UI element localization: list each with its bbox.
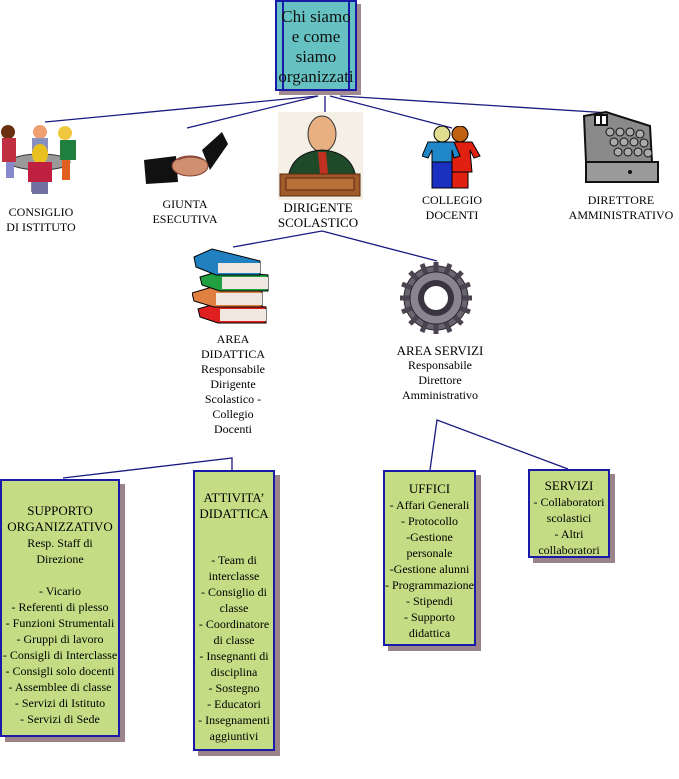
box-heading-line: ATTIVITA’: [203, 490, 265, 505]
box-item: - Assemblee di classe: [8, 680, 112, 694]
principal-at-desk-icon: [278, 112, 363, 200]
box-item: -Gestione: [406, 530, 453, 544]
label-line: Amministrativo: [402, 388, 478, 402]
box-item: classe: [219, 601, 249, 615]
title-box: Chi siamo e come siamo organizzati: [275, 0, 357, 91]
box-item: - Servizi di Istituto: [14, 696, 106, 710]
connector-didattica-split: [62, 457, 233, 479]
label-direttore: DIRETTORE AMMINISTRATIVO: [563, 193, 679, 223]
label-line: Scolastico -: [204, 392, 262, 406]
label-line: Collegio: [212, 407, 254, 421]
title-box-inner-border: [282, 0, 350, 91]
box-item: scolastici: [546, 511, 592, 525]
box-item: - Programmazione: [385, 578, 474, 592]
box-supporto-organizzativo: SUPPORTO ORGANIZZATIVO Resp. Staff di Di…: [0, 479, 120, 737]
label-line: CONSIGLIO: [8, 205, 74, 219]
connector-servizi-split: [429, 419, 569, 471]
label-line: AMMINISTRATIVO: [568, 208, 674, 222]
box-item: collaboratori: [538, 543, 600, 557]
label-line: Dirigente: [210, 377, 256, 391]
connector-title-direttore: [339, 95, 611, 114]
books-stack-icon: [192, 248, 269, 324]
box-item: - Coordinatore: [198, 617, 270, 631]
title-line: Chi siamo: [281, 7, 351, 26]
box-item: - Insegnanti di: [199, 649, 269, 663]
box-item: - Consigli solo docenti: [5, 664, 115, 678]
box-heading-line: UFFICI: [408, 481, 451, 496]
label-line: SCOLASTICO: [277, 215, 359, 230]
box-item: - Stipendi: [406, 594, 453, 608]
label-line: AREA: [216, 332, 250, 346]
box-item: - Team di: [211, 553, 257, 567]
box-item: didattica: [408, 626, 451, 640]
box-item: - Supporto: [404, 610, 455, 624]
box-item: - Vicario: [38, 584, 82, 598]
label-line: COLLEGIO: [422, 193, 482, 207]
box-item: - Referenti di plesso: [11, 600, 109, 614]
title-text: Chi siamo e come siamo organizzati: [277, 7, 355, 87]
handshake-icon: [144, 132, 228, 184]
box-uffici: UFFICI - Affari Generali - Protocollo -G…: [383, 470, 476, 646]
label-area-didattica: AREA DIDATTICA Responsabile Dirigente Sc…: [180, 332, 286, 437]
box-item: - Protocollo: [401, 514, 458, 528]
box-subheading-line: Resp. Staff di: [27, 536, 93, 550]
connector-dirigente-didattica: [232, 230, 323, 248]
label-line: Responsabile: [201, 362, 265, 376]
box-item: - Servizi di Sede: [20, 712, 100, 726]
box-item: personale: [406, 546, 453, 560]
label-line: GIUNTA: [162, 197, 208, 211]
box-item: interclasse: [208, 569, 260, 583]
label-giunta: GIUNTA ESECUTIVA: [140, 197, 230, 227]
label-line: DIDATTICA: [201, 347, 265, 361]
label-line: DIRETTORE: [587, 193, 655, 207]
connector-title-giunta: [186, 95, 319, 129]
box-item: - Altri: [554, 527, 584, 541]
label-line: Docenti: [214, 422, 252, 436]
label-line: Responsabile: [408, 358, 472, 372]
box-heading-line: SERVIZI: [544, 478, 594, 493]
box-item: - Consigli di Interclasse: [2, 648, 118, 662]
box-servizi: SERVIZI - Collaboratori scolastici - Alt…: [528, 469, 610, 558]
label-line: DOCENTI: [425, 208, 479, 222]
label-consiglio: CONSIGLIO DI ISTITUTO: [0, 205, 82, 235]
box-item: - Affari Generali: [389, 498, 470, 512]
connector-title-collegio: [329, 95, 453, 129]
connector-title-consiglio: [44, 95, 319, 123]
connector-dirigente-servizi: [321, 230, 438, 262]
gear-icon: [400, 262, 472, 334]
title-line: siamo: [295, 47, 337, 66]
box-heading-line: SUPPORTO: [27, 503, 93, 518]
people-around-table-icon: [1, 125, 76, 194]
two-people-icon: [422, 126, 481, 189]
box-heading-line: ORGANIZZATIVO: [7, 519, 113, 534]
label-dirigente: DIRIGENTE SCOLASTICO: [262, 200, 374, 230]
cash-register-icon: [582, 110, 659, 183]
label-collegio: COLLEGIO DOCENTI: [412, 193, 492, 223]
box-item: - Sostegno: [208, 681, 260, 695]
label-line: DI ISTITUTO: [6, 220, 76, 234]
box-item: -Gestione alunni: [389, 562, 470, 576]
box-item: di classe: [213, 633, 255, 647]
box-heading-line: DIDATTICA: [199, 506, 269, 521]
box-item: - Consiglio di: [200, 585, 267, 599]
box-item: - Funzioni Strumentali: [5, 616, 115, 630]
title-line: e come: [291, 27, 341, 46]
box-item: - Gruppi di lavoro: [16, 632, 104, 646]
box-item: aggiuntivi: [209, 729, 259, 743]
label-line: AREA SERVIZI: [396, 343, 484, 358]
box-item: - Collaboratori: [533, 495, 605, 509]
box-item: - Educatori: [207, 697, 261, 711]
box-item: - Insegnamenti: [198, 713, 270, 727]
box-attivita-didattica: ATTIVITA’ DIDATTICA - Team di interclass…: [193, 470, 275, 751]
box-subheading-line: Direzione: [36, 552, 84, 566]
label-line: DIRIGENTE: [283, 200, 353, 215]
title-line: organizzati: [278, 67, 354, 86]
label-line: Direttore: [418, 373, 462, 387]
label-area-servizi: AREA SERVIZI Responsabile Direttore Ammi…: [390, 343, 490, 403]
box-item: disciplina: [210, 665, 258, 679]
label-line: ESECUTIVA: [152, 212, 218, 226]
